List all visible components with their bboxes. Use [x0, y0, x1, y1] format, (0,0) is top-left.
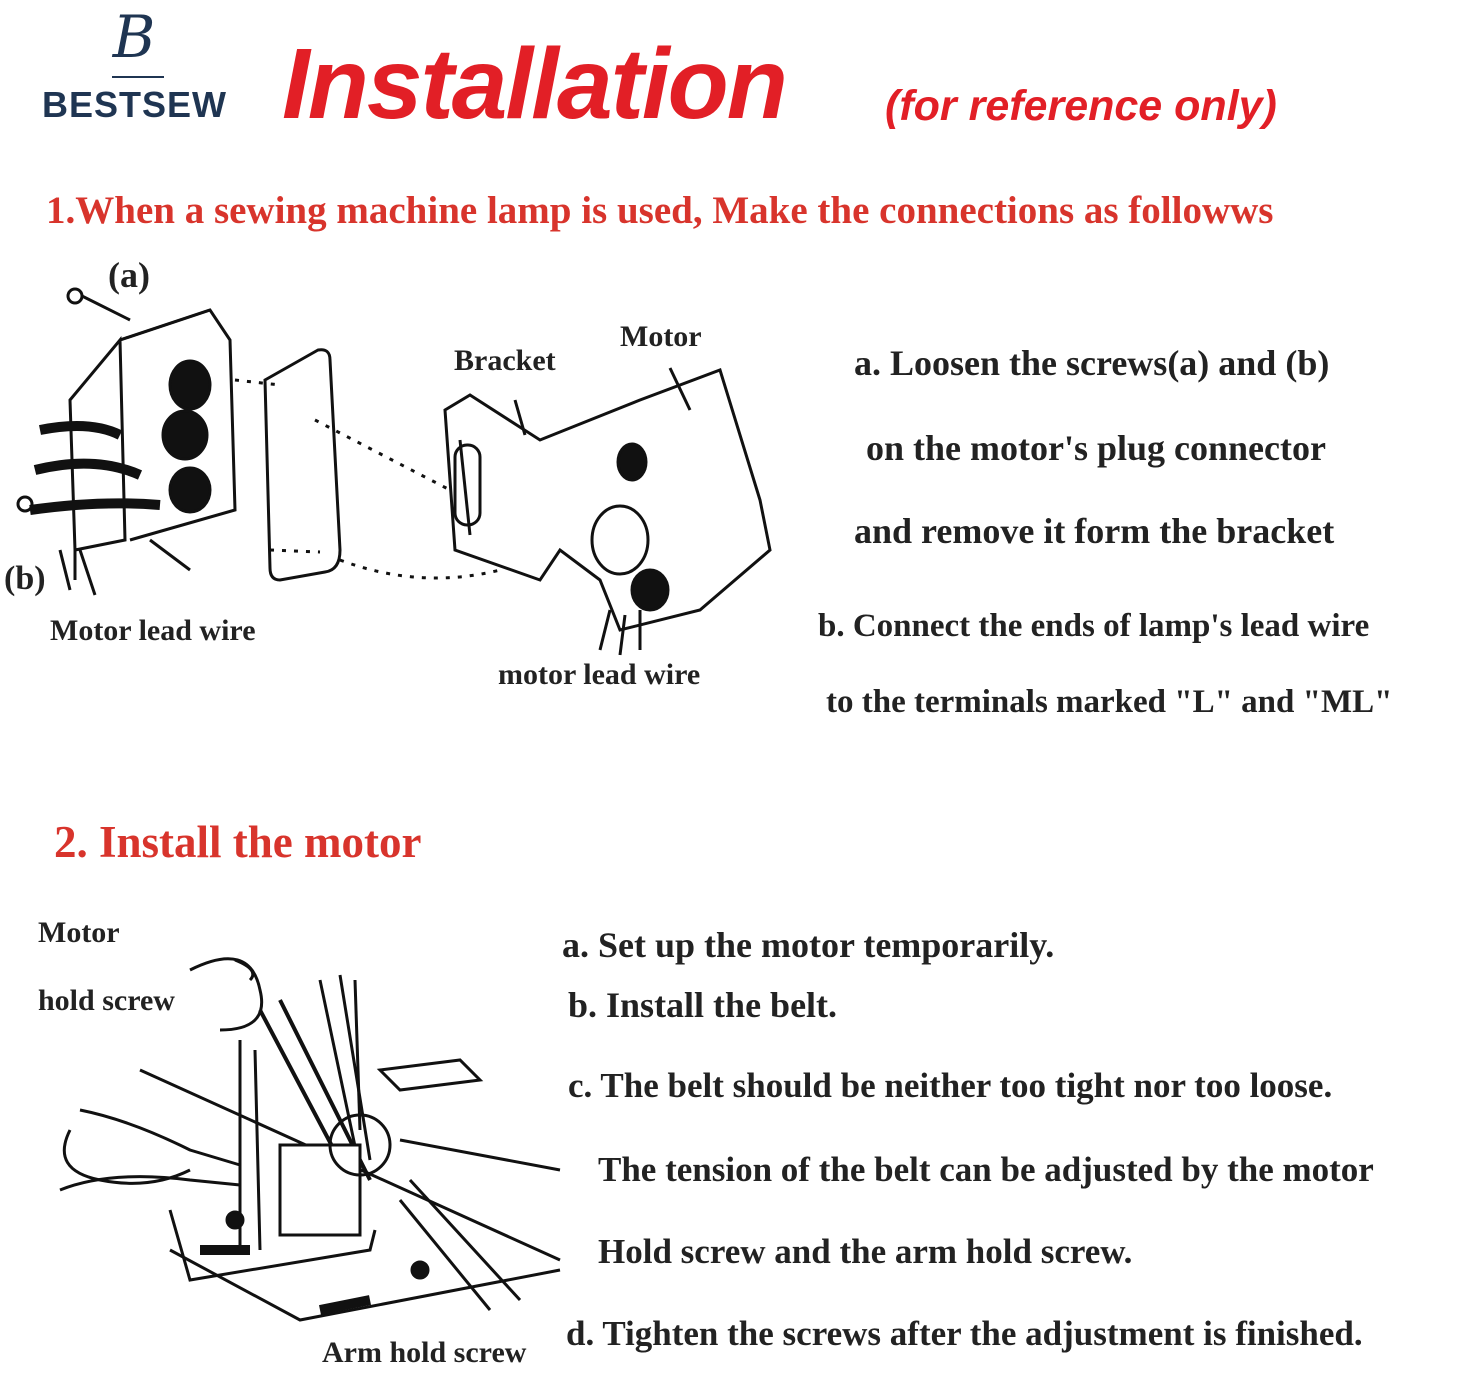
section2-step-b: b. Install the belt.	[568, 985, 838, 1025]
plug-connector-diagram	[16, 287, 772, 656]
label-screw-b: (b)	[4, 560, 46, 597]
bracket-and-motor-drawing	[443, 367, 772, 656]
plug-connector-drawing	[16, 287, 237, 596]
motor-install-diagram	[59, 957, 561, 1322]
page-subtitle: (for reference only)	[885, 82, 1277, 130]
section1-step-b-line2: to the terminals marked "L" and "ML"	[826, 684, 1393, 720]
gasket-plate-drawing	[263, 348, 342, 582]
section1-step-a-line2: on the motor's plug connector	[866, 428, 1326, 468]
brand-logo-mark: B	[112, 3, 156, 71]
label-bracket: Bracket	[454, 344, 556, 377]
page-title: Installation	[282, 28, 788, 140]
section1-heading: 1.When a sewing machine lamp is used, Ma…	[46, 189, 1274, 232]
section2-step-d: d. Tighten the screws after the adjustme…	[566, 1314, 1363, 1353]
section1-step-a-line3: and remove it form the bracket	[854, 511, 1335, 551]
section1-step-b-line1: b. Connect the ends of lamp's lead wire	[818, 608, 1370, 644]
section2-step-c-line1: c. The belt should be neither too tight …	[568, 1066, 1333, 1105]
label-motor-hold: Motor	[38, 916, 120, 949]
section2-step-a: a. Set up the motor temporarily.	[562, 925, 1055, 965]
label-motor: Motor	[620, 320, 702, 353]
section2-step-c-line3: Hold screw and the arm hold screw.	[598, 1232, 1133, 1271]
label-screw-a: (a)	[108, 255, 150, 295]
section1-step-a-line1: a. Loosen the screws(a) and (b)	[854, 343, 1330, 383]
label-motor-lead-wire-left: Motor lead wire	[50, 614, 256, 647]
label-arm-hold-screw: Arm hold screw	[322, 1336, 527, 1369]
brand-logo-underline	[112, 76, 164, 78]
brand-name: BESTSEW	[42, 84, 228, 125]
label-motor-lead-wire-center: motor lead wire	[498, 658, 701, 691]
section2-step-c-line2: The tension of the belt can be adjusted …	[598, 1150, 1374, 1189]
section2-heading: 2. Install the motor	[54, 817, 422, 867]
label-hold-screw: hold screw	[38, 984, 175, 1017]
